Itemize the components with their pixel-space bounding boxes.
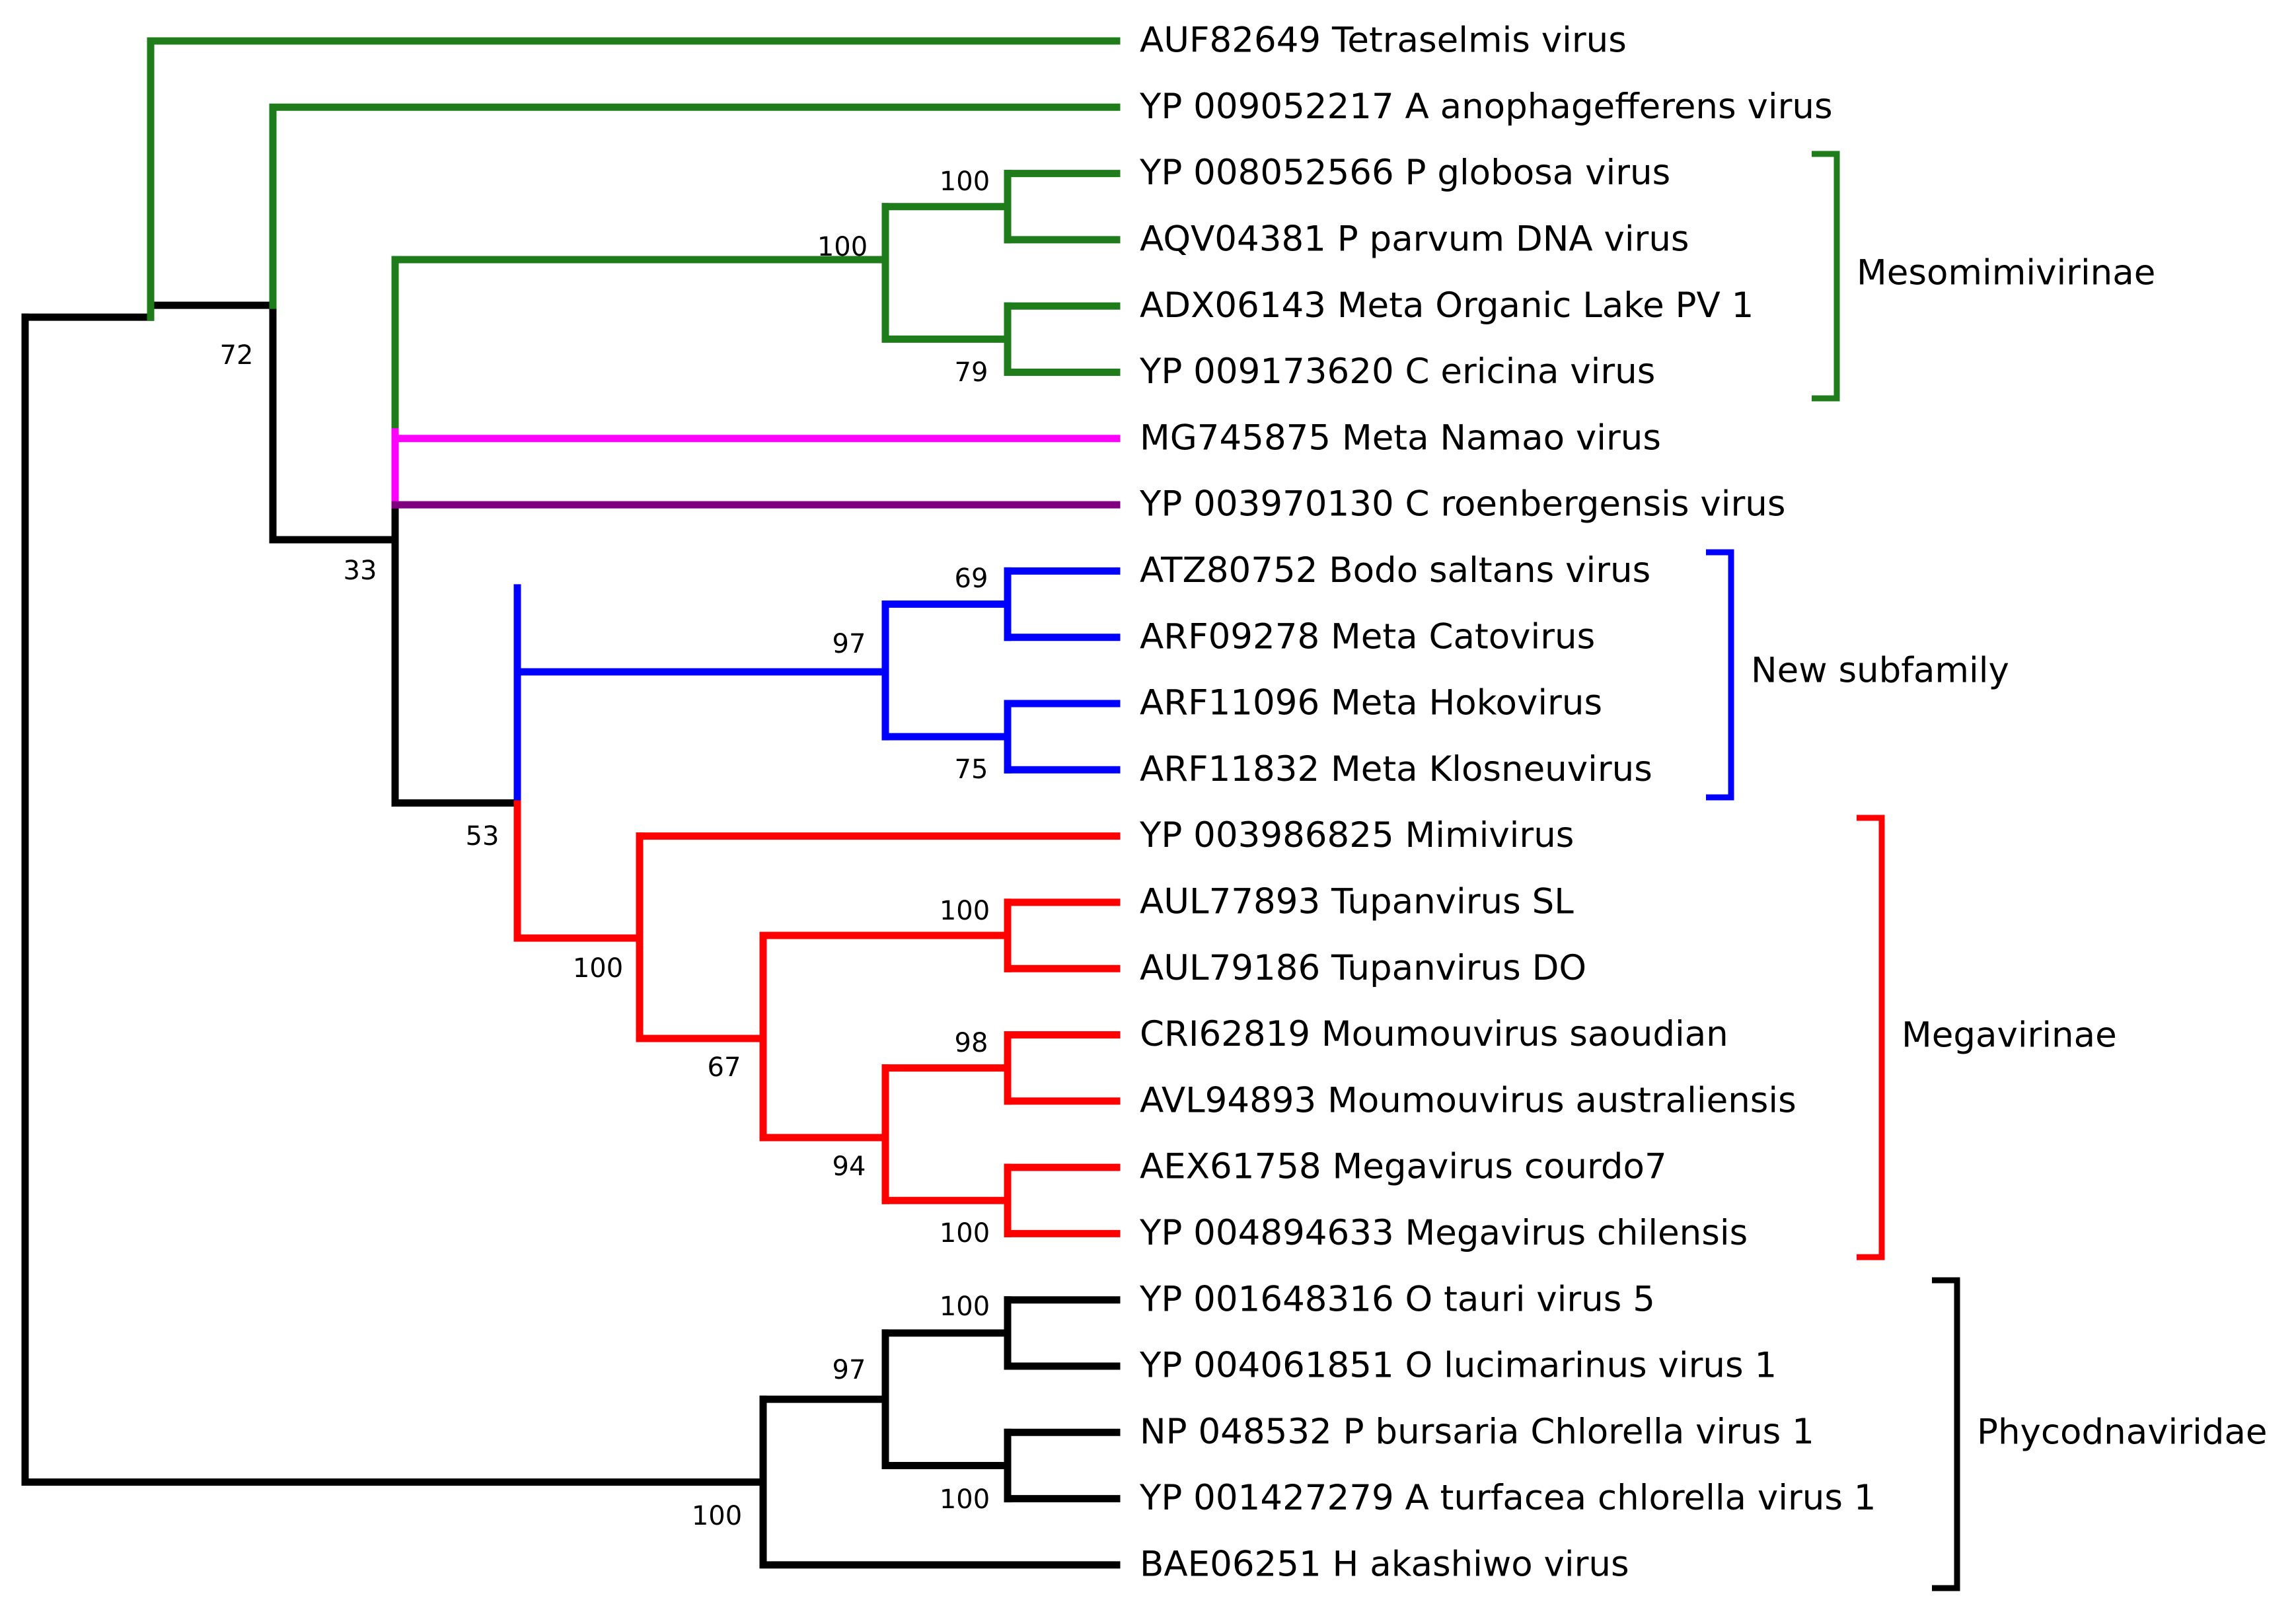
branch-mega-stem xyxy=(513,800,644,942)
bootstrap-label: 75 xyxy=(955,754,988,785)
bootstrap-label: 100 xyxy=(817,232,868,262)
branch-100a xyxy=(881,203,1012,343)
leaf-label: AQV04381 P parvum DNA virus xyxy=(1140,219,1689,260)
leaf-labels: AUF82649 Tetraselmis virus YP 009052217 A… xyxy=(1139,20,1876,1585)
leaf-label: AEX61758 Megavirus courdo7 xyxy=(1140,1147,1667,1187)
leaf-label: AVL94893 Moumouvirus australiensis xyxy=(1140,1080,1796,1120)
clade-brackets xyxy=(1706,151,1960,1591)
leaf-label: YP 009173620 C ericina virus xyxy=(1139,351,1655,392)
branch-67 xyxy=(759,931,889,1142)
bootstrap-label: 79 xyxy=(955,357,988,388)
bootstrap-label: 98 xyxy=(955,1028,988,1058)
clade-bracket xyxy=(1932,1277,1960,1591)
bootstrap-label: 53 xyxy=(466,821,500,852)
bootstrap-label: 33 xyxy=(344,556,377,586)
bootstrap-label: 97 xyxy=(833,1355,866,1385)
bootstrap-label: 100 xyxy=(940,166,990,197)
bootstrap-label: 100 xyxy=(940,1291,990,1322)
leaf-label: ARF09278 Meta Catovirus xyxy=(1140,616,1595,657)
bootstrap-label: 100 xyxy=(940,896,990,926)
leaf-label: YP 008052566 P globosa virus xyxy=(1139,153,1670,193)
branch-namao xyxy=(391,428,1121,443)
bootstrap-label: 97 xyxy=(833,629,866,659)
clade-bracket xyxy=(1706,549,1734,801)
leaf-label: AUL79186 Tupanvirus DO xyxy=(1140,948,1586,988)
leaf-label: YP 004061851 O lucimarinus virus 1 xyxy=(1139,1346,1777,1386)
leaf-label: YP 003986825 Mimivirus xyxy=(1139,815,1574,855)
leaf-label: YP 003970130 C roenbergensis virus xyxy=(1139,484,1785,525)
bootstrap-label: 67 xyxy=(708,1052,741,1083)
leaf-label: ADX06143 Meta Organic Lake PV 1 xyxy=(1140,285,1754,326)
bootstrap-label: 100 xyxy=(940,1484,990,1515)
leaf-label: AUF82649 Tetraselmis virus xyxy=(1140,20,1627,61)
leaf-label: YP 004894633 Megavirus chilensis xyxy=(1139,1213,1748,1253)
bootstrap-label: 69 xyxy=(955,564,988,594)
branch-anophagefferens xyxy=(269,103,1121,309)
branch-new xyxy=(513,668,889,807)
bootstrap-label: 100 xyxy=(573,953,623,984)
leaf-label: ARF11832 Meta Klosneuvirus xyxy=(1140,749,1652,789)
leaf-label: CRI62819 Moumouvirus saoudian xyxy=(1140,1014,1728,1054)
leaf-label: YP 001427279 A turfacea chlorella virus … xyxy=(1139,1478,1876,1518)
bootstrap-label: 94 xyxy=(833,1151,866,1182)
leaf-label: YP 009052217 A anophagefferens virus xyxy=(1139,87,1833,127)
leaf-label: AUL77893 Tupanvirus SL xyxy=(1140,882,1574,922)
tree-branches xyxy=(21,37,1121,1569)
bootstrap-label: 100 xyxy=(692,1501,742,1531)
bootstrap-labels: 72 100 100 79 33 69 97 75 53 100 100 67 98 94 100 100 97… xyxy=(220,166,990,1531)
clade-label: Mesomimivirinae xyxy=(1857,253,2155,293)
clade-label: Megavirinae xyxy=(1902,1015,2117,1056)
leaf-label: YP 001648316 O tauri virus 5 xyxy=(1139,1279,1655,1319)
bootstrap-label: 100 xyxy=(940,1218,990,1249)
leaf-label: BAE06251 H akashiwo virus xyxy=(1140,1545,1629,1585)
branch-root xyxy=(21,313,767,1486)
leaf-label: NP 048532 P bursaria Chlorella virus 1 xyxy=(1140,1412,1814,1452)
branch-tetraselmis xyxy=(147,37,1121,321)
clade-bracket xyxy=(1812,151,1840,402)
bootstrap-label: 72 xyxy=(220,340,254,371)
clade-bracket xyxy=(1857,815,1885,1260)
branch-phy xyxy=(759,1395,1121,1569)
branch-72 xyxy=(147,37,277,309)
leaf-label: ARF11096 Meta Hokovirus xyxy=(1140,683,1602,723)
clade-label: New subfamily xyxy=(1751,651,2009,691)
branch-inner-black xyxy=(391,501,521,807)
clade-label: Phycodnaviridae xyxy=(1977,1412,2268,1453)
leaf-label: MG745875 Meta Namao virus xyxy=(1140,418,1661,458)
branch-100m xyxy=(636,832,767,1042)
leaf-label: ATZ80752 Bodo saltans virus xyxy=(1140,550,1650,591)
